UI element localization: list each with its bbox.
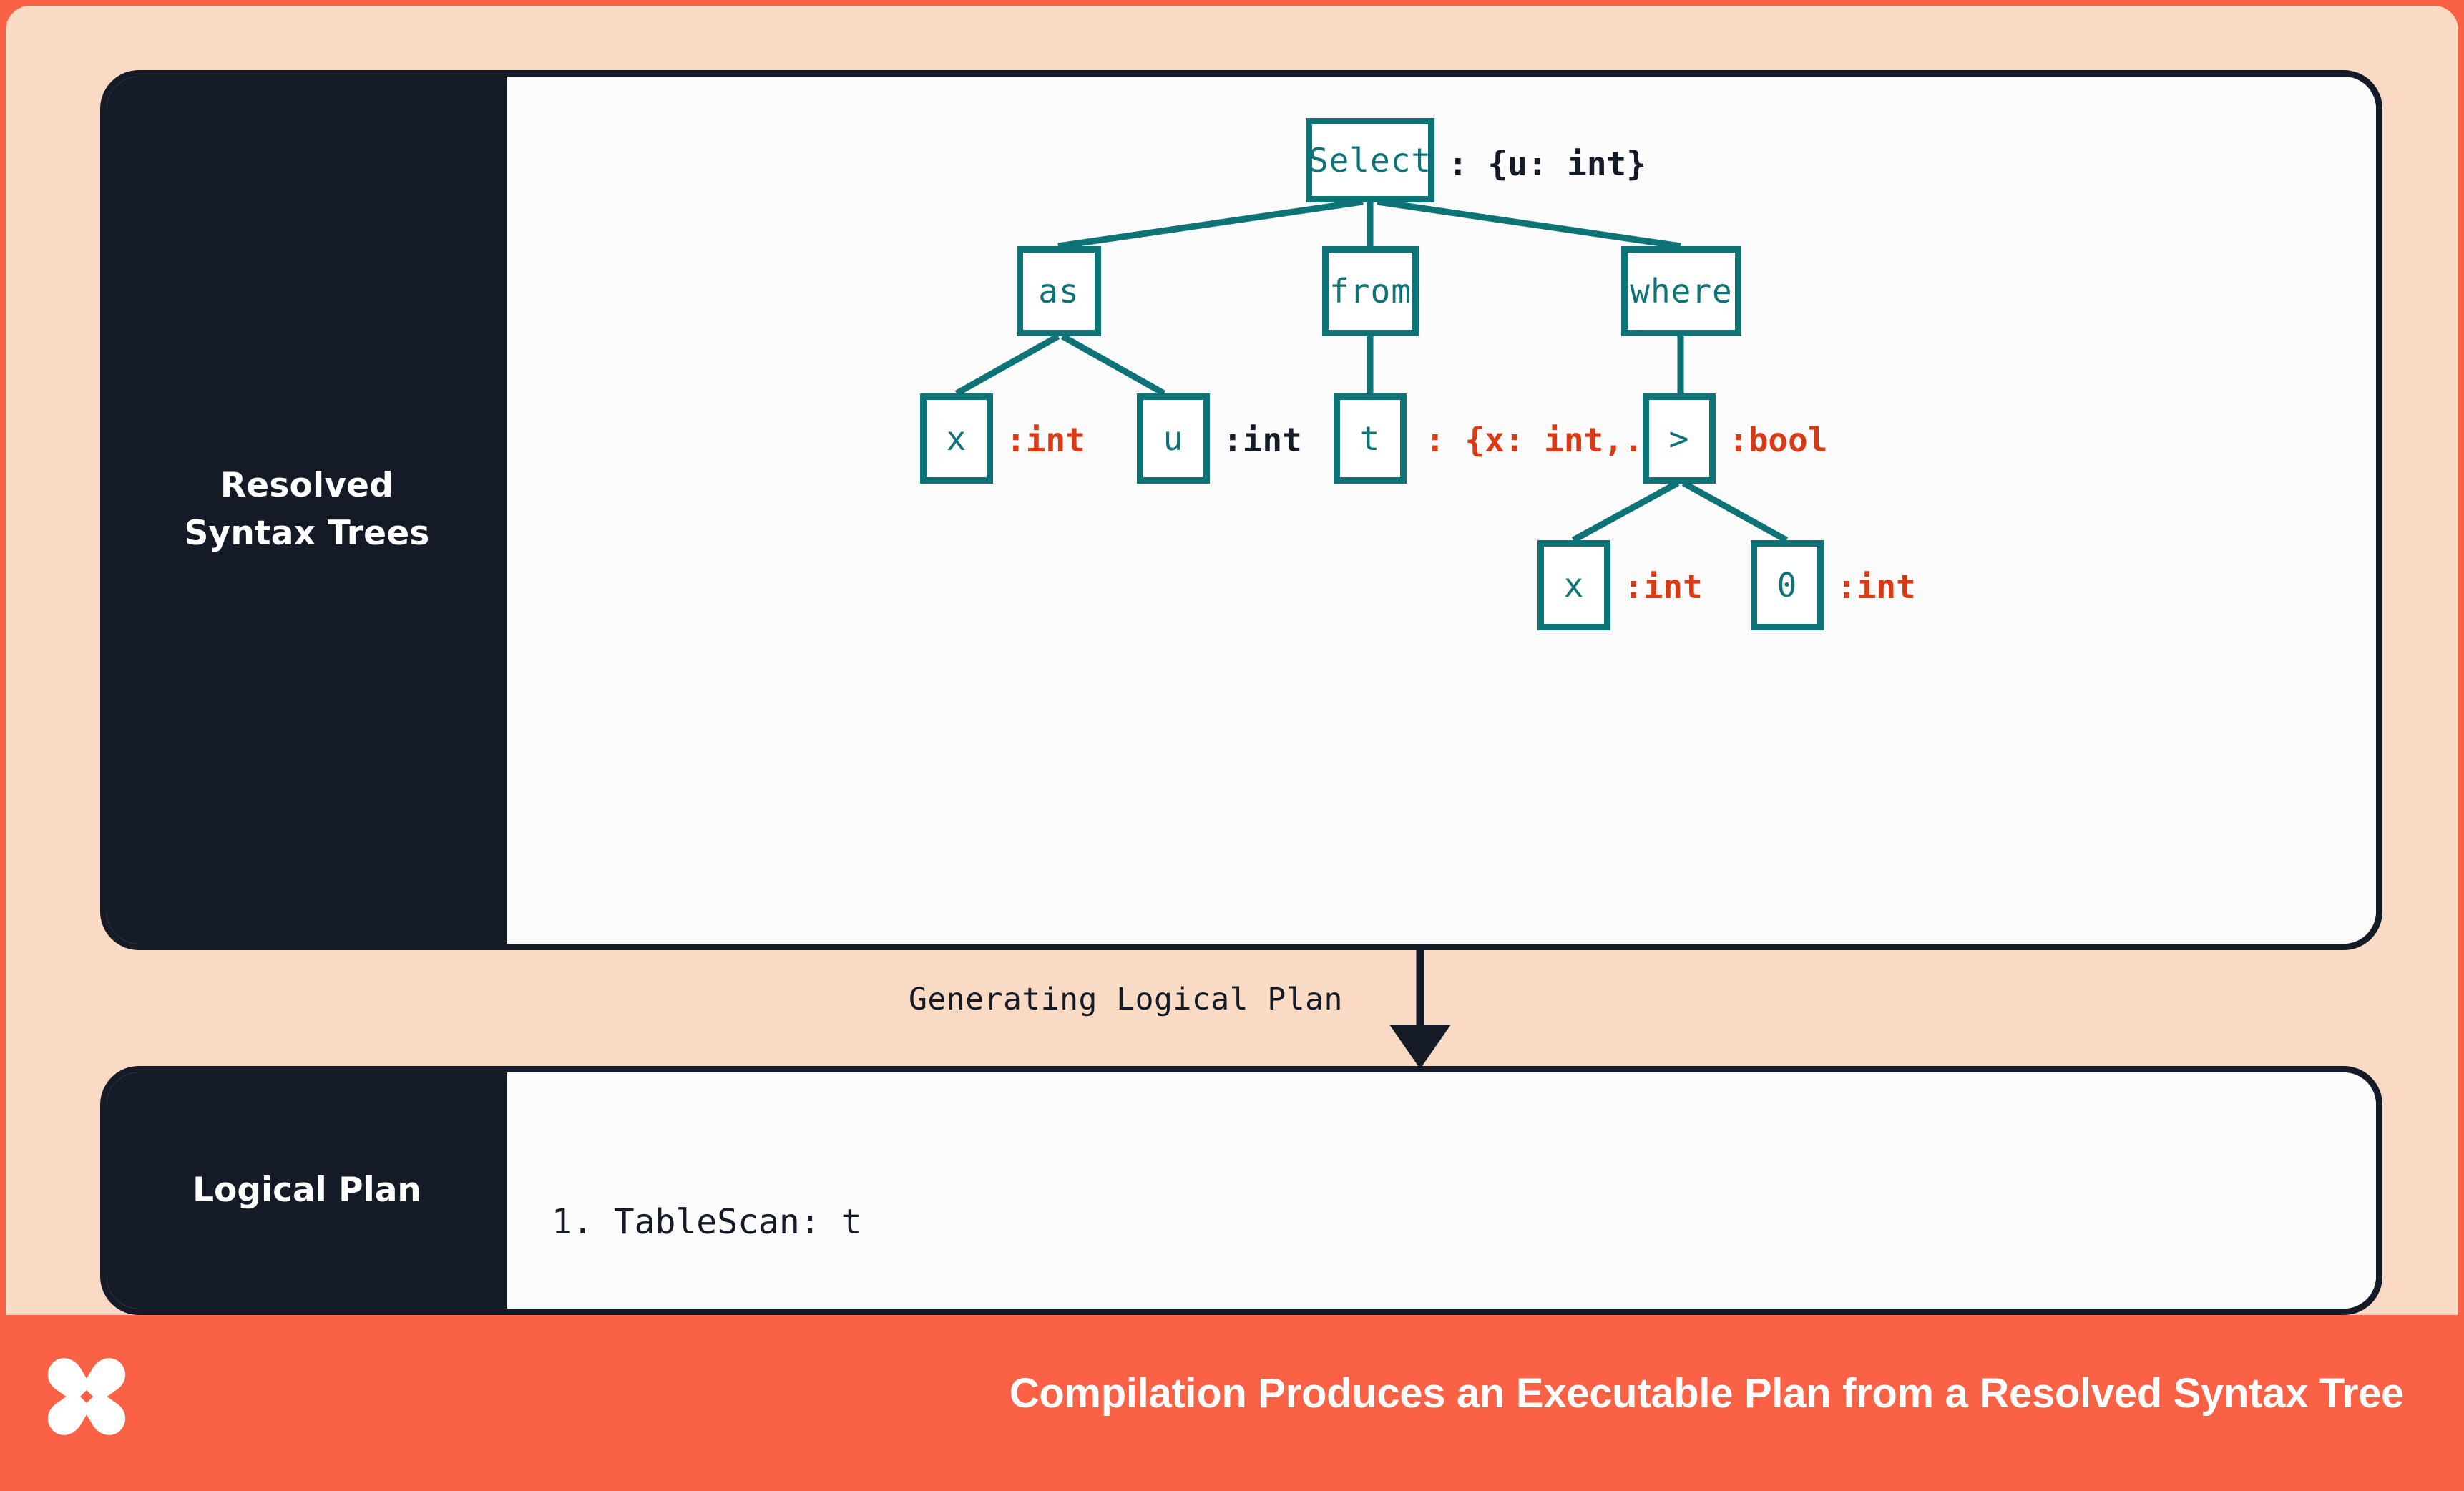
syntax-tree: Select : {u: int} as from where x :int	[507, 77, 2376, 944]
tree-node-as-label: as	[1038, 272, 1080, 311]
tree-node-greater-than-label: >	[1668, 419, 1690, 458]
tree-node-gt-x[interactable]: x	[1537, 540, 1610, 630]
tree-node-as-u-label: u	[1163, 419, 1184, 458]
tree-node-where-label: where	[1630, 272, 1733, 311]
annotation-gt-zero-type: :int	[1837, 567, 1916, 606]
plan-card-body: 1. TableScan: t 2. Filter: t.x > 0 3. Pr…	[507, 1072, 2376, 1309]
tree-node-as-x-label: x	[946, 419, 967, 458]
footer-bar: Compilation Produces an Executable Plan …	[0, 1315, 2464, 1491]
tree-node-from-t[interactable]: t	[1334, 393, 1407, 484]
annotation-as-u-type: :int	[1223, 421, 1302, 459]
tree-node-as-x[interactable]: x	[920, 393, 993, 484]
logical-plan-steps: 1. TableScan: t 2. Filter: t.x > 0 3. Pr…	[552, 1105, 1027, 1309]
transition-arrow-area	[0, 946, 2464, 1069]
tree-node-from-t-label: t	[1359, 419, 1381, 458]
rst-card-body: Select : {u: int} as from where x :int	[507, 77, 2376, 944]
tree-node-gt-x-label: x	[1563, 566, 1585, 605]
transition-arrow-icon	[1389, 946, 1451, 1069]
transition-label: Generating Logical Plan	[909, 982, 1343, 1017]
annotation-as-x-type: :int	[1006, 421, 1085, 459]
rst-label-line2: Syntax Trees	[184, 514, 430, 553]
x-mark-logo-icon	[47, 1358, 126, 1435]
tree-node-from-label: from	[1329, 272, 1412, 311]
tree-node-as[interactable]: as	[1017, 246, 1101, 336]
tree-node-as-u[interactable]: u	[1137, 393, 1210, 484]
footer-caption: Compilation Produces an Executable Plan …	[1009, 1370, 2405, 1417]
logical-plan-card: Logical Plan 1. TableScan: t 2. Filter: …	[100, 1066, 2382, 1315]
annotation-greater-than-type: :bool	[1729, 421, 1828, 459]
tree-node-where[interactable]: where	[1621, 246, 1741, 336]
tree-edges	[954, 198, 1789, 543]
annotation-gt-x-type: :int	[1623, 567, 1703, 606]
tree-node-gt-zero[interactable]: 0	[1751, 540, 1824, 630]
rst-label-line1: Resolved	[220, 466, 394, 506]
plan-section-label: Logical Plan	[107, 1072, 507, 1309]
plan-step-1: 1. TableScan: t	[552, 1201, 862, 1242]
annotation-select-type: : {u: int}	[1448, 145, 1646, 183]
tree-node-greater-than[interactable]: >	[1643, 393, 1716, 484]
tree-node-select-label: Select	[1308, 141, 1432, 180]
tree-node-from[interactable]: from	[1322, 246, 1419, 336]
resolved-syntax-trees-card: Resolved Syntax Trees	[100, 70, 2382, 950]
tree-node-gt-zero-label: 0	[1776, 566, 1798, 605]
tree-node-select[interactable]: Select	[1306, 118, 1434, 202]
rst-section-label: Resolved Syntax Trees	[107, 77, 507, 944]
plan-label-text: Logical Plan	[192, 1170, 421, 1210]
